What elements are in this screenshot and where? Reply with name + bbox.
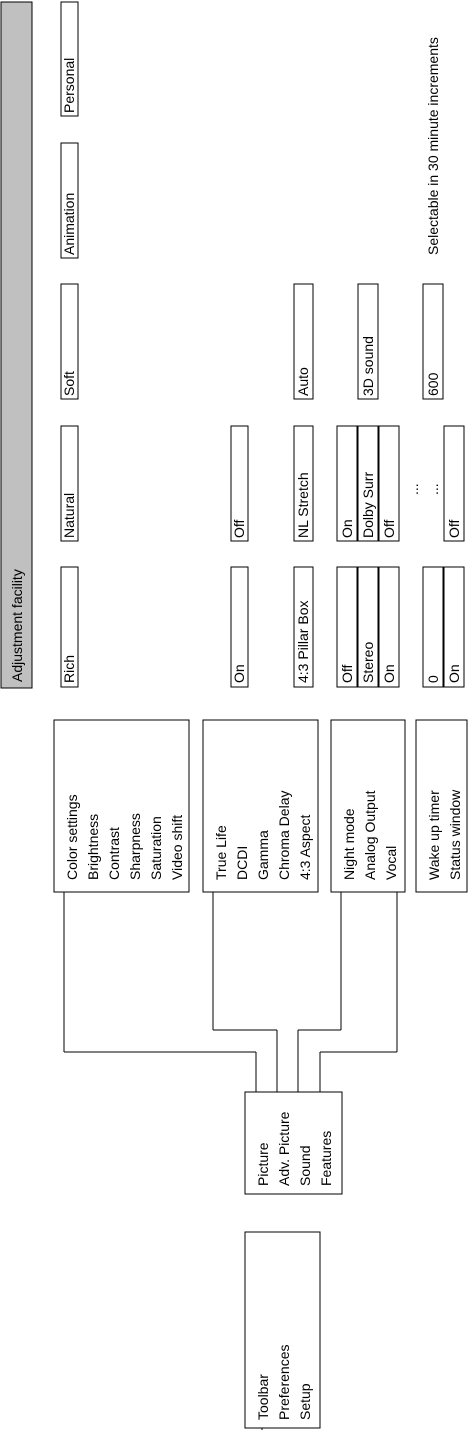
svg-text:Rich: Rich xyxy=(61,655,77,683)
color-settings-options: Rich Natural Soft Animation Personal xyxy=(60,1,79,688)
option-nl-stretch: NL Stretch xyxy=(293,425,314,542)
option-animation: Animation xyxy=(60,142,79,259)
option-auto: Auto xyxy=(293,283,314,400)
svg-text:4:3 Pillar Box: 4:3 Pillar Box xyxy=(295,601,311,683)
submenu-item-true-life: True Life xyxy=(213,825,229,880)
night-mode-options: Off On xyxy=(336,425,358,688)
svg-text:Personal: Personal xyxy=(61,58,77,113)
svg-text:600: 600 xyxy=(425,372,441,396)
svg-text:Off: Off xyxy=(381,519,397,538)
vocal-options: On Off ... xyxy=(378,425,421,688)
option-natural: Natural xyxy=(60,425,79,542)
status-window-options: On Off xyxy=(443,425,465,688)
option-dcdi-on: On xyxy=(230,566,249,688)
main-menu-item-adv-picture: Adv. Picture xyxy=(276,1111,292,1186)
submenu-item-vocal: Vocal xyxy=(383,846,399,880)
svg-text:0: 0 xyxy=(425,675,441,683)
submenu-item-video-shift: Video shift xyxy=(169,815,185,880)
features-submenu-box: Wake up timer Status window xyxy=(415,719,468,893)
analog-output-options: Stereo Dolby Surr 3D sound xyxy=(357,283,379,688)
option-stereo: Stereo xyxy=(357,566,379,688)
root-menu-item-setup: Setup xyxy=(297,1383,313,1420)
vocal-ellipsis: ... xyxy=(405,483,421,495)
main-menu-item-sound: Sound xyxy=(297,1146,313,1186)
submenu-item-color-settings: Color settings xyxy=(64,794,80,880)
svg-text:3D sound: 3D sound xyxy=(360,336,376,396)
option-3d-sound: 3D sound xyxy=(357,283,379,400)
option-timer-0: 0 xyxy=(422,566,444,688)
main-menu-item-features: Features xyxy=(318,1131,334,1186)
main-menu-item-picture: Picture xyxy=(255,1142,271,1186)
submenu-item-wake-up-timer: Wake up timer xyxy=(426,790,442,880)
svg-text:Off: Off xyxy=(339,664,355,683)
adjustment-facility-header: Adjustment facility xyxy=(0,1,33,689)
svg-text:NL Stretch: NL Stretch xyxy=(295,472,311,538)
svg-text:Animation: Animation xyxy=(61,193,77,255)
svg-text:Dolby Surr: Dolby Surr xyxy=(360,472,376,538)
svg-text:Auto: Auto xyxy=(295,367,311,396)
option-rich: Rich xyxy=(60,566,79,688)
option-night-on: On xyxy=(336,425,358,542)
submenu-item-analog-output: Analog Output xyxy=(362,790,378,880)
svg-text:On: On xyxy=(381,664,397,683)
svg-text:On: On xyxy=(446,664,462,683)
submenu-item-night-mode: Night mode xyxy=(341,808,357,880)
option-night-off: Off xyxy=(336,566,358,688)
submenu-item-chroma-delay: Chroma Delay xyxy=(276,791,292,880)
submenu-item-sharpness: Sharpness xyxy=(127,813,143,880)
svg-text:On: On xyxy=(339,519,355,538)
svg-text:Off: Off xyxy=(446,519,462,538)
svg-text:Soft: Soft xyxy=(61,371,77,396)
svg-text:Off: Off xyxy=(231,519,247,538)
option-timer-600: 600 xyxy=(422,283,444,400)
submenu-item-status-window: Status window xyxy=(447,789,463,880)
option-vocal-off: Off xyxy=(378,425,400,542)
timer-note: Selectable in 30 minute increments xyxy=(425,37,441,255)
svg-text:On: On xyxy=(231,664,247,683)
option-personal: Personal xyxy=(60,1,79,117)
option-vocal-on: On xyxy=(378,566,400,688)
wake-up-timer-options: 0 ... 600 Selectable in 30 minute increm… xyxy=(422,37,444,688)
submenu-item-contrast: Contrast xyxy=(106,827,122,880)
option-dolby-surr: Dolby Surr xyxy=(357,425,379,542)
option-pillar-box: 4:3 Pillar Box xyxy=(293,566,314,688)
aspect-options: 4:3 Pillar Box NL Stretch Auto xyxy=(293,283,314,688)
sound-submenu-box: Night mode Analog Output Vocal xyxy=(330,719,406,893)
submenu-item-aspect: 4:3 Aspect xyxy=(297,815,313,880)
connectors xyxy=(63,892,398,1430)
option-soft: Soft xyxy=(60,283,79,400)
root-menu-item-toolbar: Toolbar xyxy=(255,1374,271,1420)
main-menu-box: Picture Adv. Picture Sound Features xyxy=(244,1091,343,1195)
submenu-item-gamma: Gamma xyxy=(255,830,271,880)
option-dcdi-off: Off xyxy=(230,425,249,542)
root-menu-box: Toolbar Preferences Setup xyxy=(244,1231,321,1429)
dcdi-options: On Off xyxy=(230,425,249,688)
root-menu-item-preferences: Preferences xyxy=(276,1345,292,1420)
svg-text:Stereo: Stereo xyxy=(360,642,376,683)
picture-submenu-box: Color settings Brightness Contrast Sharp… xyxy=(53,719,190,893)
svg-text:Natural: Natural xyxy=(61,493,77,538)
option-status-off: Off xyxy=(443,425,465,542)
submenu-item-brightness: Brightness xyxy=(85,814,101,880)
option-status-on: On xyxy=(443,566,465,688)
submenu-item-saturation: Saturation xyxy=(148,816,164,880)
submenu-item-dcdi: DCDI xyxy=(234,846,250,880)
adv-picture-submenu-box: True Life DCDI Gamma Chroma Delay 4:3 As… xyxy=(202,719,319,893)
timer-ellipsis: ... xyxy=(425,483,441,495)
header-label: Adjustment facility xyxy=(9,569,25,682)
